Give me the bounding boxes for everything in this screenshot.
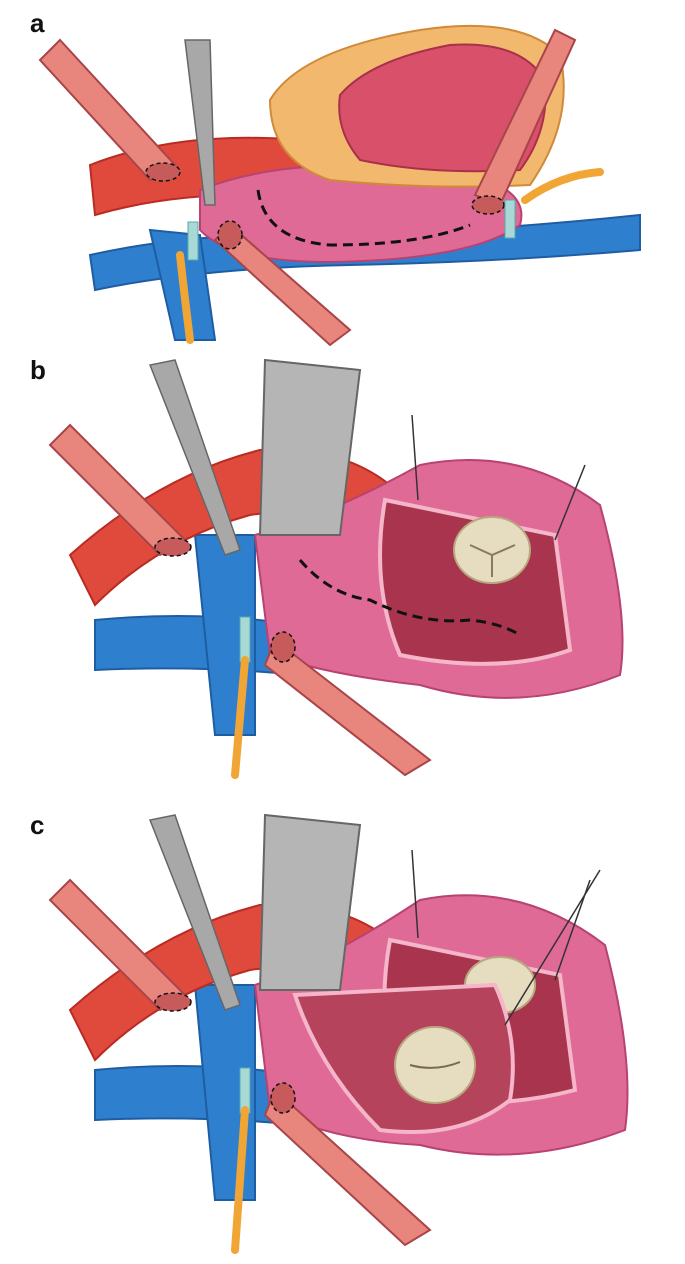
panel-c-illustration (48, 813, 629, 1254)
panel-b: b (0, 355, 685, 785)
panel-label-b: b (30, 355, 46, 385)
panel-a-illustration (38, 24, 641, 347)
panel-label-c: c (30, 810, 45, 840)
panel-label-a: a (30, 8, 45, 38)
panel-b-illustration (48, 358, 624, 779)
panel-c: c (0, 810, 685, 1260)
panel-a: a (0, 0, 685, 360)
